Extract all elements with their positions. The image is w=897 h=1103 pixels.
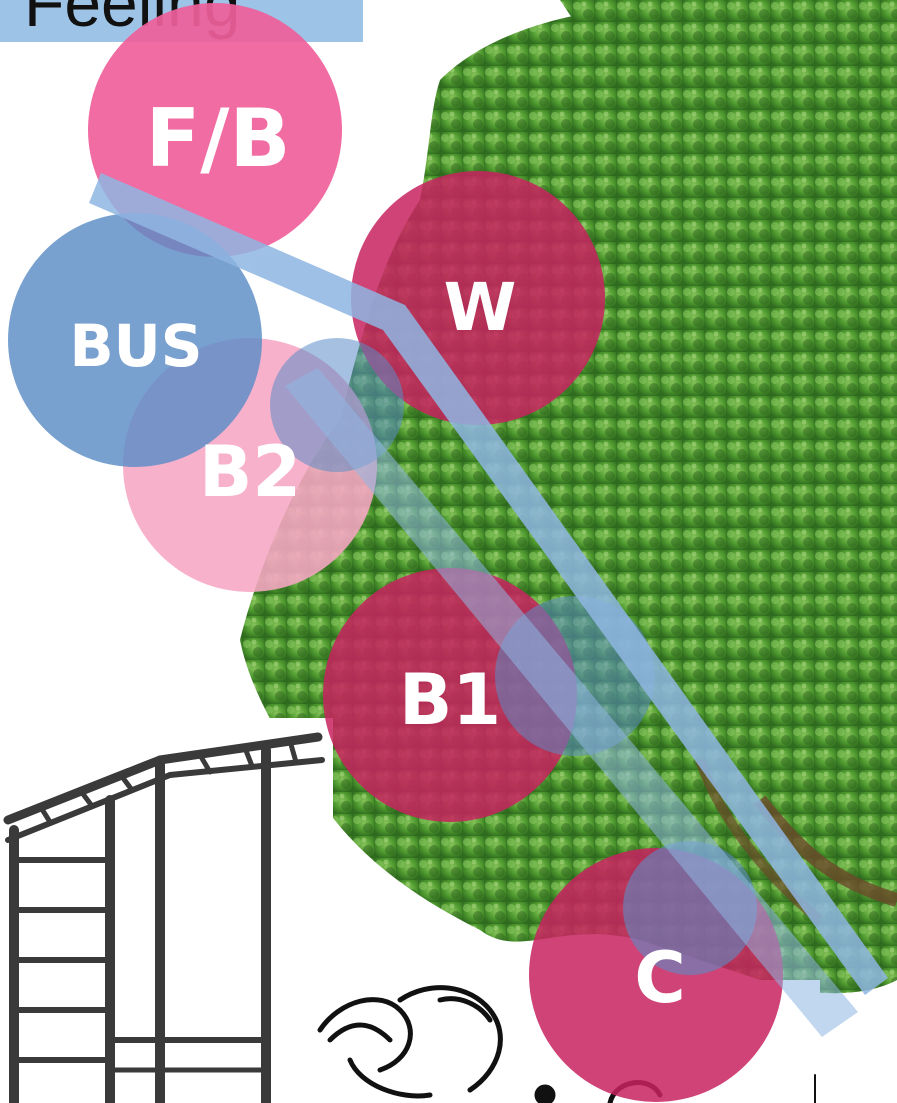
zone-labels: F/B W BUS B2 B1 C <box>69 92 685 1019</box>
route-path <box>89 173 888 1037</box>
zone-label-bus: BUS <box>69 312 202 380</box>
climbing-frame-image <box>0 718 333 1103</box>
zone-circle-bus <box>8 213 262 467</box>
zone-label-w: W <box>444 269 517 346</box>
zone-label-fb: F/B <box>146 92 291 185</box>
zone-circle-fb <box>88 3 342 257</box>
zone-label-b2: B2 <box>199 431 301 513</box>
zone-label-c: C <box>634 937 685 1019</box>
zone-label-b1: B1 <box>399 659 501 741</box>
